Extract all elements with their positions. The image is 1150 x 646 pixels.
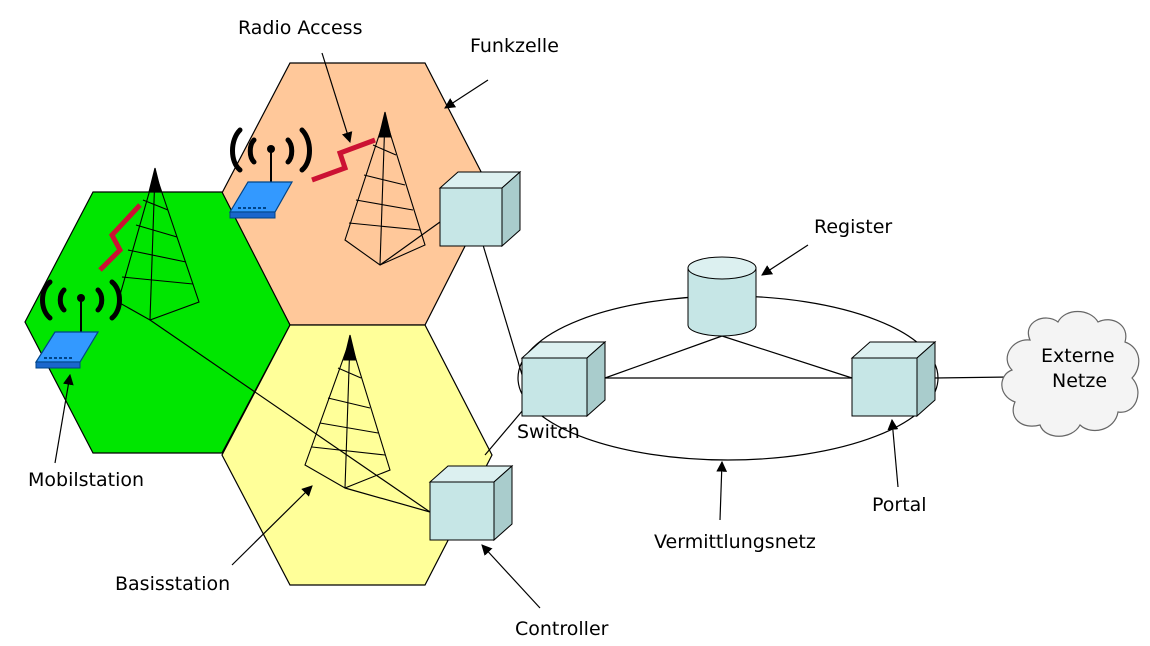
base-station-tower-green — [117, 167, 200, 321]
label-register: Register — [814, 216, 892, 238]
portal-box[interactable] — [850, 340, 937, 418]
label-controller: Controller — [515, 618, 609, 640]
controller-box-orange — [438, 170, 522, 248]
base-station-tower-orange — [344, 111, 426, 266]
connection-lines — [149, 221, 1011, 513]
external-network-cloud — [1001, 310, 1140, 437]
base-station-tower-yellow — [304, 334, 391, 489]
radio-link-orange — [311, 137, 376, 183]
cell-green — [24, 191, 291, 454]
controller-box-yellow[interactable] — [428, 464, 514, 542]
label-basisstation: Basisstation — [115, 573, 230, 595]
label-funkzelle: Funkzelle — [470, 35, 559, 57]
annotation-arrows — [54, 52, 899, 609]
label-radio-access: Radio Access — [238, 17, 362, 39]
register-cylinder[interactable] — [687, 256, 757, 337]
label-portal: Portal — [872, 494, 927, 516]
mobile-station-green — [34, 279, 122, 369]
label-vermittlungsnetz: Vermittlungsnetz — [654, 531, 816, 553]
radio-link-green — [98, 203, 142, 272]
label-externe-netze-line1: Externe — [1041, 345, 1115, 367]
cell-yellow — [221, 324, 493, 586]
label-switch: Switch — [517, 421, 580, 443]
mobile-station-orange — [228, 127, 312, 219]
switch-box[interactable] — [520, 340, 607, 418]
label-mobilstation: Mobilstation — [28, 469, 144, 491]
label-externe-netze-line2: Netze — [1052, 370, 1107, 392]
